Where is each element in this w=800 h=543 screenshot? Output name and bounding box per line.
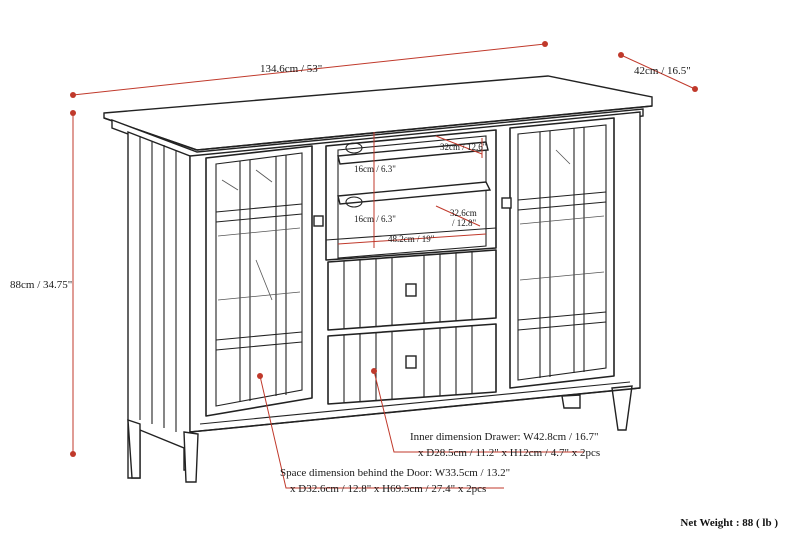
right-door-knob (501, 197, 512, 209)
shelf-gap-upper-label: 16cm / 6.3" (354, 164, 396, 174)
inner-width-label: 48.2cm / 19" (388, 234, 435, 244)
inner-depth-in-label: / 12.8" (452, 218, 477, 228)
drawer-lower (327, 323, 497, 405)
height-label: 88cm / 34.75" (10, 279, 72, 291)
door-note-line2: x D32.6cm / 12.8" x H69.5cm / 27.4" x 2p… (290, 483, 486, 495)
left-door-knob (313, 215, 324, 227)
shelf-gap-lower-label: 16cm / 6.3" (354, 214, 396, 224)
depth-label: 42cm / 16.5" (634, 65, 691, 77)
cabinet-outline (103, 75, 653, 483)
net-weight-label: Net Weight : 88 ( lb ) (680, 517, 778, 529)
upper-drawer-pull (405, 283, 417, 297)
inner-depth-label: 32.6cm (450, 208, 477, 218)
width-label: 134.6cm / 53" (260, 63, 322, 75)
left-glass-door (205, 145, 324, 417)
drawer-note-line1: Inner dimension Drawer: W42.8cm / 16.7" (410, 431, 599, 443)
right-glass-door (501, 117, 615, 389)
drawer-note-line2: x D28.5cm / 11.2" x H12cm / 4.7" x 2pcs (418, 447, 600, 459)
lower-drawer-pull (405, 355, 417, 369)
center-media-shelves (325, 129, 497, 261)
drawer-upper (327, 249, 497, 331)
shelf-depth-label: 32cm / 12.6" (440, 142, 487, 152)
dimension-lines (70, 41, 698, 489)
door-note-line1: Space dimension behind the Door: W33.5cm… (280, 467, 510, 479)
